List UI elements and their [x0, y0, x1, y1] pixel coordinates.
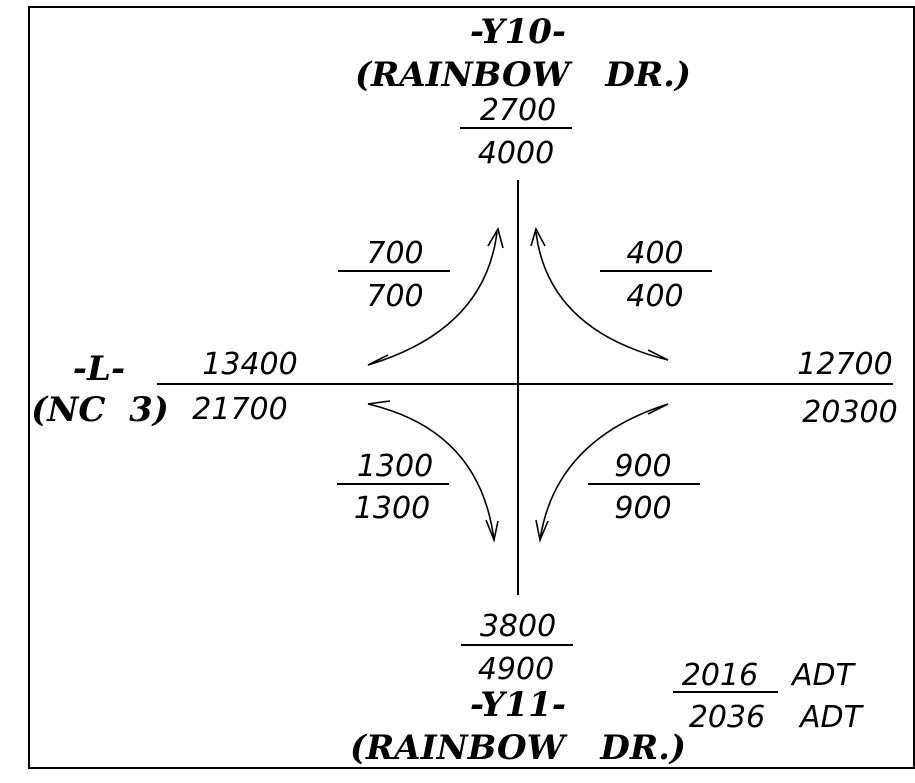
legend-top-unit: ADT [790, 658, 857, 693]
south-approach-top: 3800 [480, 609, 556, 644]
se-turn-top: 900 [614, 449, 671, 484]
south-road-name: (RAINBOW DR.) [350, 728, 686, 768]
west-approach-top: 13400 [202, 347, 297, 382]
sw-turn-top: 1300 [357, 449, 433, 484]
ne-turn-arrow [530, 226, 669, 361]
se-turn-arrow [535, 403, 669, 543]
north-road-name: (RAINBOW DR.) [355, 55, 691, 95]
west-approach-bottom: 21700 [192, 392, 287, 427]
west-road-id: -L- [73, 349, 125, 389]
north-road-id: -Y10- [470, 12, 566, 52]
nw-turn-top: 700 [366, 236, 423, 271]
diagram-border [28, 6, 915, 769]
nw-turn-arrow [367, 226, 504, 366]
north-approach-top: 2700 [480, 93, 556, 128]
se-turn-bottom: 900 [614, 491, 671, 526]
legend-top-year: 2016 [682, 658, 758, 693]
legend-bottom-year: 2036 [689, 700, 765, 735]
nw-turn-bottom: 700 [366, 279, 423, 314]
north-approach-bottom: 4000 [478, 136, 554, 171]
south-approach-bottom: 4900 [478, 652, 554, 687]
sw-turn-bottom: 1300 [354, 491, 430, 526]
legend-bottom-unit: ADT [798, 700, 865, 735]
west-road-name: (NC 3) [31, 390, 169, 430]
south-road-id: -Y11- [470, 685, 566, 725]
ne-turn-top: 400 [626, 236, 683, 271]
east-approach-top: 12700 [797, 347, 892, 382]
east-approach-bottom: 20300 [802, 395, 897, 430]
sw-turn-arrow [367, 400, 499, 543]
ne-turn-bottom: 400 [626, 279, 683, 314]
